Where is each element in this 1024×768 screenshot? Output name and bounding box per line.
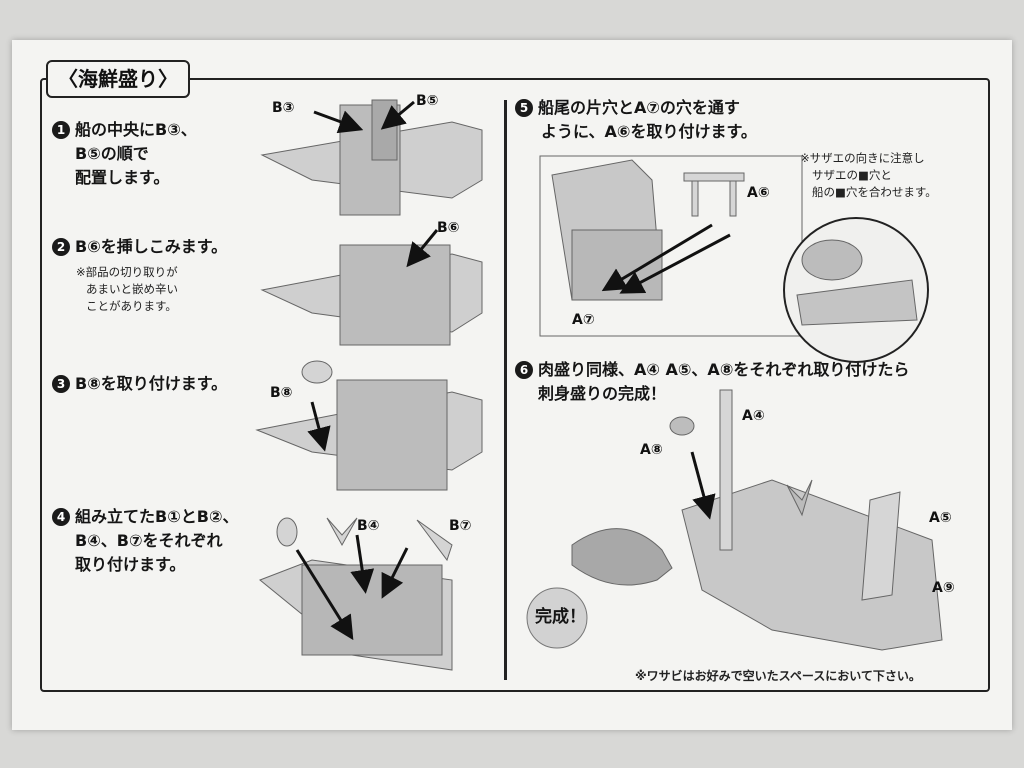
step-5-note: ※サザエの向きに注意しサザエの■穴と船の■穴を合わせます。 <box>800 151 937 199</box>
label-b8: B⑧ <box>270 385 293 401</box>
assembly-arrows <box>295 100 731 641</box>
boat-illustration-step-4 <box>259 517 453 671</box>
label-a7: A⑦ <box>572 312 595 328</box>
step-6-number: 6 <box>515 361 533 379</box>
content-frame <box>40 78 990 692</box>
step-2-number: 2 <box>52 238 70 256</box>
illustrations <box>255 99 943 671</box>
label-a4: A④ <box>742 408 765 424</box>
step-4-number: 4 <box>52 508 70 526</box>
complete-badge-text: 完成！ <box>535 607 586 627</box>
label-b3: B③ <box>272 100 295 116</box>
hole-detail-circle <box>783 217 929 363</box>
fish-illustration <box>571 528 673 586</box>
step-1-number: 1 <box>52 121 70 139</box>
sazae-illustration-step-5 <box>539 155 803 337</box>
label-a9: A⑨ <box>932 580 955 596</box>
label-a6: A⑥ <box>747 185 770 201</box>
label-b4: B④ <box>357 518 380 534</box>
label-b7: B⑦ <box>449 518 472 534</box>
label-b6: B⑥ <box>437 220 460 236</box>
section-title: 〈海鮮盛り〉 <box>46 60 190 98</box>
step-5-number: 5 <box>515 99 533 117</box>
boat-illustration-step-3 <box>255 360 483 491</box>
final-assembly-illustration <box>669 389 943 651</box>
label-b5: B⑤ <box>416 93 439 109</box>
label-a5: A⑤ <box>929 510 952 526</box>
boat-illustration-step-1 <box>260 99 483 216</box>
label-a8: A⑧ <box>640 442 663 458</box>
boat-illustration-step-2 <box>260 244 483 346</box>
step-3-number: 3 <box>52 375 70 393</box>
footer-note: ※ワサビはお好みで空いたスペースにおいて下さい。 <box>635 669 921 683</box>
step-2-note: ※部品の切り取りがあまいと嵌め辛いことがあります。 <box>76 265 178 313</box>
column-divider <box>504 100 507 680</box>
